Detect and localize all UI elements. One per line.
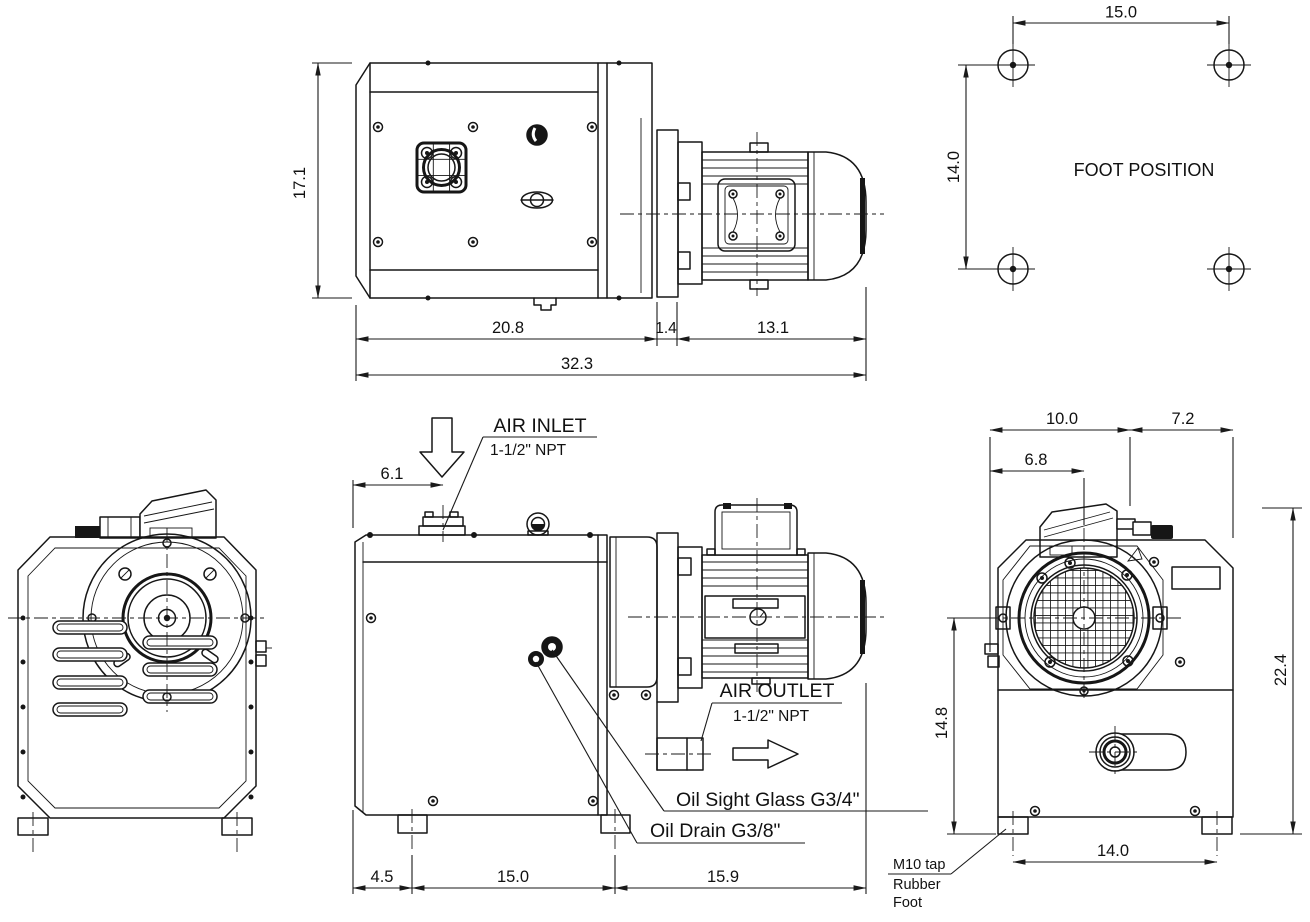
dim-14-0: 14.0 xyxy=(1097,842,1129,860)
front-edge-screws xyxy=(20,615,254,800)
oil-drain-label: Oil Drain G3/8" xyxy=(650,820,781,842)
oil-sight-glass-plug xyxy=(541,636,563,658)
end-view: 10.0 7.2 6.8 22.4 14.8 14.0 M10 tap Rubb… xyxy=(888,410,1302,911)
lifting-eye xyxy=(526,512,550,536)
dim-14-8: 14.8 xyxy=(933,707,951,739)
dim-17-1: 17.1 xyxy=(291,167,309,199)
air-inlet-port xyxy=(418,505,466,542)
foot-hole-marks xyxy=(991,43,1251,291)
foot-note-line2: Rubber xyxy=(893,877,941,893)
end-oil-sight-glass xyxy=(1089,726,1187,778)
side-feet xyxy=(397,809,631,852)
front-view xyxy=(8,489,272,853)
dim-foot-15-0: 15.0 xyxy=(1105,4,1137,22)
motor-top xyxy=(620,129,884,298)
top-view: 17.1 20.8 1.4 13.1 32.3 xyxy=(291,60,884,381)
dim-13-1: 13.1 xyxy=(757,319,789,337)
front-louvers xyxy=(52,620,218,717)
front-feet xyxy=(17,812,253,853)
fan-grille xyxy=(984,528,1186,700)
dim-15-0: 15.0 xyxy=(497,868,529,886)
foot-note: M10 tap Rubber Foot xyxy=(888,828,1007,911)
air-outlet-flow-arrow-icon xyxy=(732,739,799,769)
dim-32-3: 32.3 xyxy=(561,355,593,373)
air-outlet-port xyxy=(645,737,715,771)
dim-22-4: 22.4 xyxy=(1272,654,1290,686)
dim-20-8: 20.8 xyxy=(492,319,524,337)
air-inlet-thread-label: 1-1/2" NPT xyxy=(490,442,567,459)
drain-tab-top xyxy=(533,297,557,311)
oil-fill-plug-top xyxy=(526,124,548,146)
air-outlet-label: AIR OUTLET xyxy=(720,680,835,702)
foot-note-line3: Foot xyxy=(893,895,922,911)
side-view-dimensions: 4.5 15.0 15.9 xyxy=(352,683,867,894)
front-terminal-box xyxy=(75,489,217,539)
side-screws xyxy=(365,532,652,807)
nameplate xyxy=(1171,566,1221,590)
foot-position-label: FOOT POSITION xyxy=(1074,160,1215,180)
oil-sight-glass-label: Oil Sight Glass G3/4" xyxy=(676,789,860,811)
air-inlet-flow-arrow-icon xyxy=(419,417,465,478)
dim-foot-14-0: 14.0 xyxy=(945,151,963,183)
handle-top xyxy=(520,191,554,209)
dim-6-8: 6.8 xyxy=(1025,451,1048,469)
end-view-dimensions: 10.0 7.2 6.8 22.4 14.8 14.0 xyxy=(933,410,1302,865)
end-feet xyxy=(997,811,1233,856)
side-motor-assembly xyxy=(609,498,884,771)
end-terminal-box xyxy=(1039,503,1173,558)
foot-note-line1: M10 tap xyxy=(893,857,945,873)
foot-position-diagram: 15.0 14.0 FOOT POSITION xyxy=(945,4,1251,291)
dim-6-1: 6.1 xyxy=(381,465,404,483)
front-side-tab xyxy=(255,640,272,667)
side-view: 6.1 AIR INLET 1-1/2" NPT AIR OUTLET 1-1/… xyxy=(352,415,928,894)
air-outlet-thread-label: 1-1/2" NPT xyxy=(733,708,810,725)
air-inlet-label: AIR INLET xyxy=(493,415,586,437)
oil-drain-plug xyxy=(528,651,544,667)
top-view-dimensions: 17.1 20.8 1.4 13.1 32.3 xyxy=(291,62,867,381)
dim-7-2: 7.2 xyxy=(1172,410,1195,428)
dim-1-4: 1.4 xyxy=(655,320,677,337)
side-view-labels: 6.1 AIR INLET 1-1/2" NPT AIR OUTLET 1-1/… xyxy=(352,415,928,844)
dim-4-5: 4.5 xyxy=(371,868,394,886)
top-view-face-screws xyxy=(372,60,622,301)
dim-15-9: 15.9 xyxy=(707,868,739,886)
dim-10-0: 10.0 xyxy=(1046,410,1078,428)
inlet-flange-top xyxy=(415,141,468,194)
